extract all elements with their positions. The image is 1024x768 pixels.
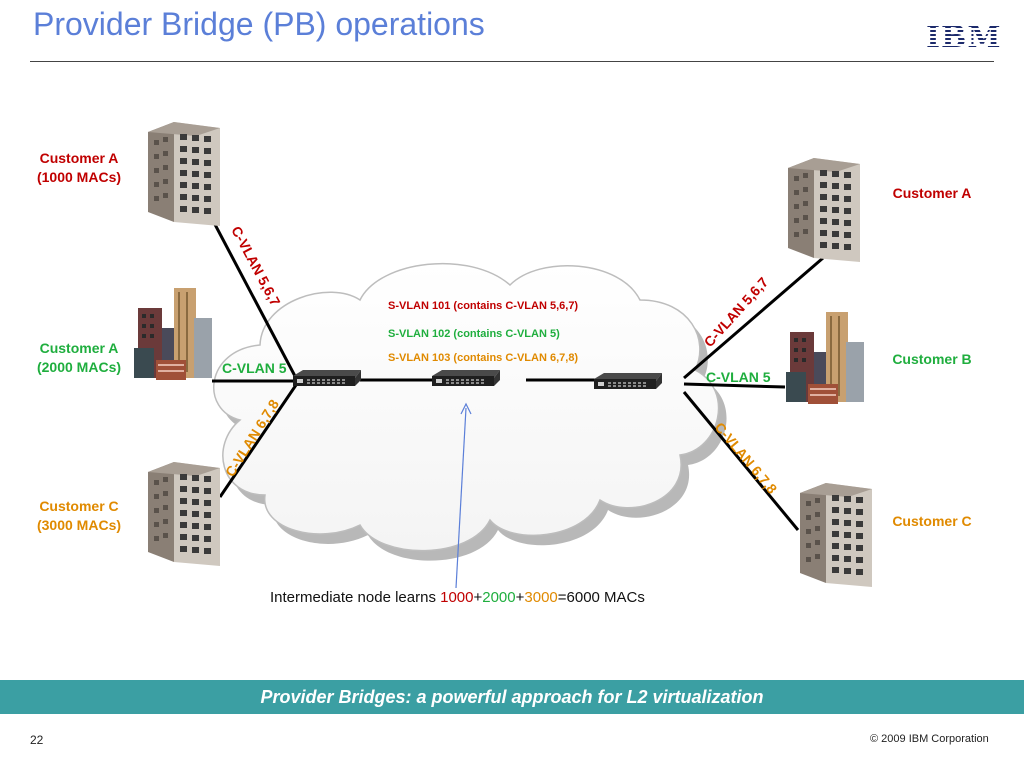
header-divider <box>30 61 994 62</box>
links <box>208 214 824 531</box>
building-customer-c-right <box>800 483 872 587</box>
network-diagram <box>134 122 872 589</box>
ibm-logo: IBM <box>926 20 1002 55</box>
edge-switch-left <box>293 370 361 386</box>
right-site-label-3: Customer C <box>892 513 972 529</box>
right-site-label-1: Customer A <box>892 185 972 201</box>
building-customer-c-left <box>148 462 220 566</box>
svlan-101-label: S-VLAN 101 (contains C-VLAN 5,6,7) <box>388 300 579 312</box>
right-site-label-2: Customer B <box>892 351 972 367</box>
left-site-label-3: Customer C(3000 MACs) <box>36 498 122 533</box>
city-customer-b-right <box>786 312 864 404</box>
link-left-bottom <box>218 384 298 498</box>
page-title: Provider Bridge (PB) operations <box>33 6 485 42</box>
svlan-102-label: S-VLAN 102 (contains C-VLAN 5) <box>388 328 560 340</box>
building-customer-a-right <box>788 158 860 262</box>
link-right-mid <box>683 382 786 389</box>
mac-learning-caption: Intermediate node learns 1000+2000+3000=… <box>270 589 645 606</box>
pointer-arrow <box>455 402 472 589</box>
link-label-right-mid: C-VLAN 5 <box>706 369 771 385</box>
link-left-top <box>208 214 298 379</box>
page-number: 22 <box>30 733 44 747</box>
summary-banner-text: Provider Bridges: a powerful approach fo… <box>260 687 764 707</box>
svlan-103-label: S-VLAN 103 (contains C-VLAN 6,7,8) <box>388 352 579 364</box>
copyright: © 2009 IBM Corporation <box>870 733 989 745</box>
link-right-bottom <box>682 391 800 531</box>
intermediate-switch <box>432 370 500 386</box>
left-site-label-1: Customer A(1000 MACs) <box>36 150 122 185</box>
provider-network-cloud <box>213 262 727 561</box>
link-label-left-mid: C-VLAN 5 <box>222 360 287 376</box>
city-customer-a-left <box>134 288 212 380</box>
summary-banner: Provider Bridges: a powerful approach fo… <box>0 680 1024 714</box>
left-site-label-2: Customer A(2000 MACs) <box>36 340 122 375</box>
link-right-top <box>683 256 824 380</box>
edge-switch-right <box>594 373 662 389</box>
building-customer-a-left <box>148 122 220 226</box>
